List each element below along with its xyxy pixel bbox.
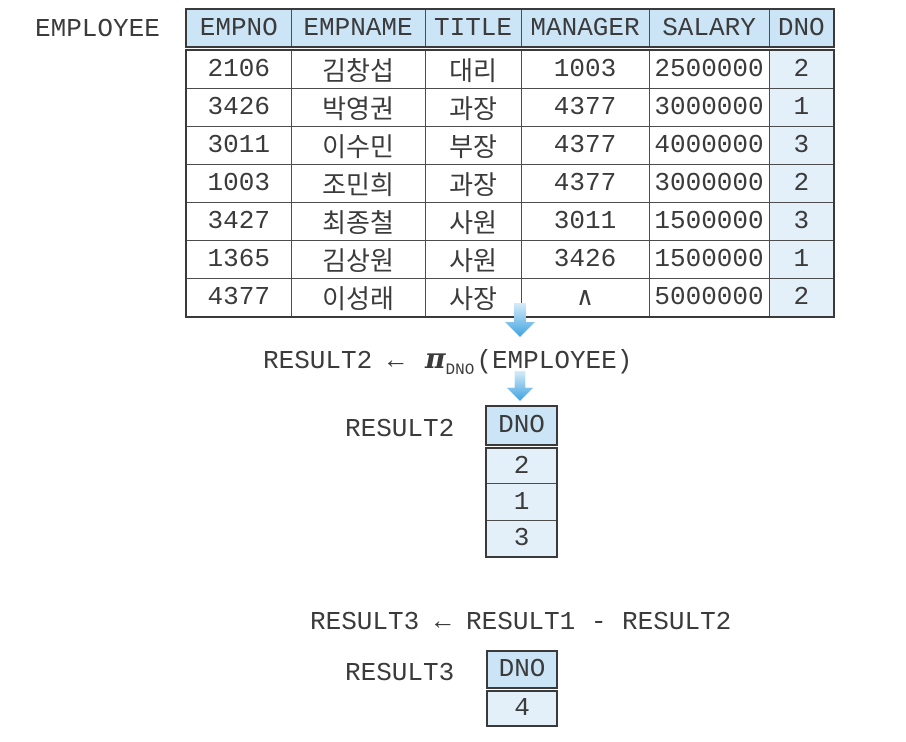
difference-formula: RESULT3 ← RESULT1 - RESULT2: [310, 607, 732, 637]
result2-cell-dno: 3: [485, 519, 558, 558]
result2-row: 1: [485, 482, 558, 521]
employee-cell-dno: 2: [768, 47, 835, 89]
employee-cell-manager: ∧: [520, 277, 650, 317]
employee-cell-dno: 3: [768, 201, 835, 241]
employee-header-manager: MANAGER: [520, 8, 650, 51]
employee-cell-salary: 3000000: [648, 87, 770, 127]
result3-table-body: 4: [486, 688, 558, 727]
result3-header-row: DNO: [486, 650, 558, 692]
result3-row: 4: [486, 688, 558, 727]
employee-cell-empno: 4377: [185, 277, 292, 317]
employee-cell-manager: 4377: [520, 163, 650, 203]
employee-cell-dno: 3: [768, 125, 835, 165]
employee-cell-dno: 2: [768, 277, 835, 317]
employee-cell-title: 부장: [424, 125, 522, 165]
employee-cell-salary: 1500000: [648, 201, 770, 241]
employee-cell-empno: 1365: [185, 239, 292, 279]
employee-cell-salary: 3000000: [648, 163, 770, 203]
employee-cell-title: 과장: [424, 87, 522, 127]
projection-formula-operand: (EMPLOYEE): [476, 346, 633, 376]
employee-cell-salary: 1500000: [648, 239, 770, 279]
employee-cell-title: 대리: [424, 47, 522, 89]
employee-cell-manager: 1003: [520, 47, 650, 89]
employee-cell-title: 사원: [424, 239, 522, 279]
result2-cell-dno: 1: [485, 482, 558, 521]
employee-cell-manager: 4377: [520, 87, 650, 127]
employee-cell-empno: 1003: [185, 163, 292, 203]
employee-cell-title: 과장: [424, 163, 522, 203]
result3-header-dno: DNO: [486, 650, 558, 692]
employee-cell-empname: 박영권: [290, 87, 426, 127]
pi-operator-subscript: DNO: [445, 361, 475, 379]
projection-formula-lhs: RESULT2: [263, 346, 373, 376]
employee-cell-manager: 3426: [520, 239, 650, 279]
employee-cell-empname: 김창섭: [290, 47, 426, 89]
pi-operator: π: [425, 342, 446, 375]
employee-cell-title: 사장: [424, 277, 522, 317]
employee-cell-title: 사원: [424, 201, 522, 241]
employee-cell-empname: 최종철: [290, 201, 426, 241]
employee-cell-empname: 이성래: [290, 277, 426, 317]
employee-cell-manager: 3011: [520, 201, 650, 241]
employee-cell-dno: 1: [768, 239, 835, 279]
down-arrow-icon: [505, 303, 535, 337]
employee-cell-empname: 이수민: [290, 125, 426, 165]
employee-cell-dno: 1: [768, 87, 835, 127]
result2-cell-dno: 2: [485, 445, 558, 484]
result3-cell-dno: 4: [486, 688, 558, 727]
assign-arrow: ←: [372, 346, 420, 376]
employee-header-dno: DNO: [768, 8, 835, 51]
employee-cell-manager: 4377: [520, 125, 650, 165]
projection-formula: RESULT2 ← πDNO(EMPLOYEE): [263, 342, 633, 379]
result3-table-label: RESULT3: [345, 658, 455, 688]
result2-header-row: DNO: [485, 405, 558, 449]
result2-table-label: RESULT2: [345, 414, 455, 444]
result3-table: DNO 4: [486, 650, 558, 727]
employee-cell-empname: 조민희: [290, 163, 426, 203]
employee-header-title: TITLE: [424, 8, 522, 51]
employee-cell-salary: 5000000: [648, 277, 770, 317]
employee-cell-empno: 2106: [185, 47, 292, 89]
employee-cell-dno: 2: [768, 163, 835, 203]
employee-header-empno: EMPNO: [185, 8, 292, 51]
employee-cell-salary: 4000000: [648, 125, 770, 165]
employee-table-label: EMPLOYEE: [35, 14, 160, 44]
result2-row: 2: [485, 445, 558, 484]
employee-cell-empname: 김상원: [290, 239, 426, 279]
down-arrow-icon: [506, 371, 534, 401]
employee-cell-empno: 3427: [185, 201, 292, 241]
result2-header-dno: DNO: [485, 405, 558, 449]
employee-cell-salary: 2500000: [648, 47, 770, 89]
employee-header-salary: SALARY: [648, 8, 770, 51]
employee-cell-empno: 3426: [185, 87, 292, 127]
result2-row: 3: [485, 519, 558, 558]
employee-header-empname: EMPNAME: [290, 8, 426, 51]
employee-cell-empno: 3011: [185, 125, 292, 165]
